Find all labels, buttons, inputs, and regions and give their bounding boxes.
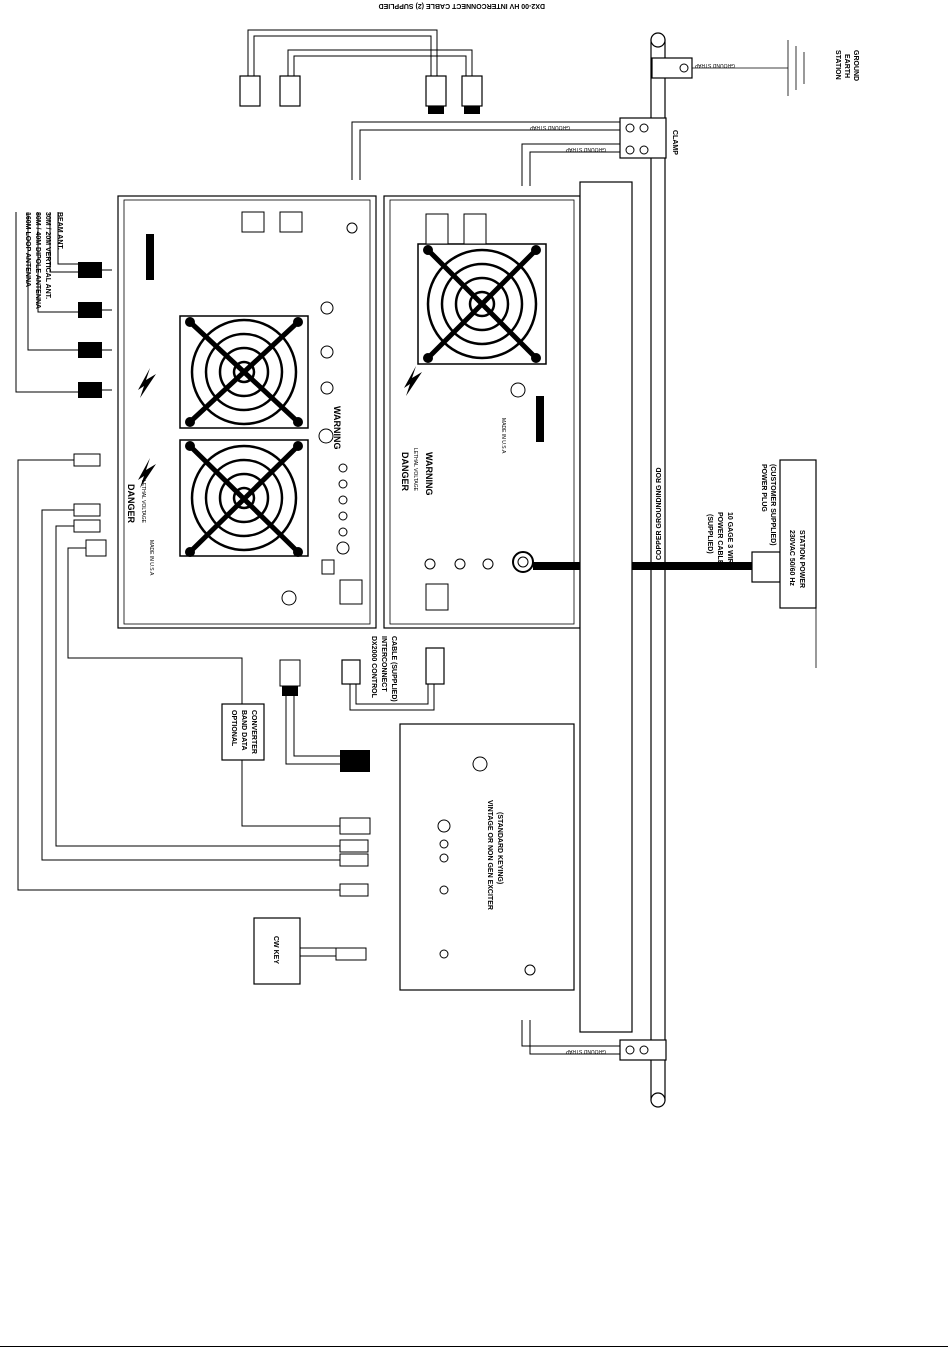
power-plug-label-line1: POWER PLUG: [760, 464, 767, 512]
power-plug-label-line2: (CUSTOMER SUPPLIED): [769, 464, 776, 546]
psu-warning-title: WARNING: [424, 452, 434, 496]
control-plug-right: [425, 647, 445, 685]
power-plug: [751, 551, 781, 583]
rf-deck-warning-title: WARNING: [332, 406, 342, 450]
rf-deck-fan-bottom: [179, 439, 309, 557]
ground-strap-label-2: GROUND STRAP: [529, 124, 570, 130]
band-converter-label-line3: CONVERTER: [250, 710, 257, 754]
rf-coax-cable: [279, 659, 370, 772]
rf-deck-connectors: [241, 211, 363, 606]
rf-deck-fan-top: [179, 315, 309, 429]
hv-cable-label: DX2-00 HV INTERCONNECT CABLE (2) SUPPLIE…: [379, 2, 545, 9]
cw-key: [253, 917, 301, 985]
amplifier-power-supply: DANGER LETHAL VOLTAGE WARNING MADE IN U.…: [383, 195, 817, 668]
exciter-label-line1: VINTAGE OR NON GEN EXCITER: [486, 800, 493, 910]
band-data-converter: [221, 703, 265, 761]
hv-plug-right-2: [461, 75, 483, 107]
rf-deck-made-in: MADE IN U.S.A: [148, 540, 154, 576]
clamp-label: CLAMP: [671, 130, 678, 155]
station-earth-ground-line3: GROUND: [852, 50, 859, 81]
exciter-unit: VINTAGE OR NON GEN EXCITER (STANDARD KEY…: [399, 723, 575, 991]
antenna-label-3: 30M / 20M VERTICAL ANT.: [44, 212, 51, 299]
mounting-rail: [579, 181, 633, 1033]
station-earth-ground-line2: EARTH: [843, 54, 850, 78]
antenna-feedlines: 160M LOOP ANTENNA 80M / 40M DIPOLE ANTEN…: [15, 212, 112, 398]
power-cable-label-line2: POWER CABLE: [716, 512, 723, 565]
control-cable-label-line2: INTERCONNECT: [380, 636, 387, 692]
page-footer-rule: [0, 1346, 948, 1347]
band-converter-label-line2: BAND DATA: [240, 710, 247, 751]
psu-made-in: MADE IN U.S.A: [500, 418, 506, 454]
hv-plug-left-2: [279, 75, 301, 107]
antenna-label-4: BEAM ANT.: [56, 212, 63, 250]
amplifier-rf-deck: DANGER LETHAL VOLTAGE WARNING MADE IN U.…: [117, 195, 377, 629]
copper-rod-label: COPPER GROUNDING ROD: [656, 467, 663, 560]
hv-plug-right-1: [425, 75, 447, 107]
exciter-chassis: [399, 723, 575, 991]
cw-key-label: CW KEY: [272, 936, 279, 964]
band-converter-label-line1: OPTIONAL: [230, 710, 237, 747]
control-plug-left: [341, 659, 361, 685]
station-power-outlet: [779, 459, 817, 609]
hv-plug-left-1: [239, 75, 261, 107]
power-cable-label-line1: 10 GAGE 3 WIRE: [726, 512, 733, 569]
grounding-system: COPPER GROUNDING ROD GROUND STRAP STATIO…: [351, 32, 859, 1108]
control-interconnect-cable: DX2000 CONTROL INTERCONNECT CABLE (SUPPL…: [341, 636, 445, 711]
psu-danger-sub: LETHAL VOLTAGE: [412, 448, 418, 492]
control-cable-label-line3: CABLE (SUPPLIED): [390, 636, 397, 702]
rf-deck-danger-sub: LETHAL VOLTAGE: [140, 480, 146, 524]
ground-strap-label-1: GROUND STRAP: [694, 62, 735, 68]
power-supply-fan: [417, 243, 547, 365]
exciter-label-line2: (STANDARD KEYING): [496, 812, 503, 884]
hv-interconnect-cables: DX2-00 HV INTERCONNECT CABLE (2) SUPPLIE…: [239, 2, 545, 114]
ground-strap-label-4: GROUND STRAP: [565, 1048, 606, 1054]
exciter-cables: [17, 453, 371, 897]
psu-danger-title: DANGER: [400, 452, 410, 492]
station-power-label-line1: 230VAC 50/60 Hz: [788, 530, 795, 586]
station-power-label-line2: STATION POWER: [798, 530, 805, 588]
power-cable-label-line3: (SUPPLIED): [706, 514, 713, 554]
control-cable-label-line1: DX2000 CONTROL: [370, 636, 377, 699]
ground-strap-label-3: GROUND STRAP: [565, 146, 606, 152]
rf-deck-danger-title: DANGER: [126, 484, 136, 524]
station-earth-ground-line1: STATION: [834, 50, 841, 80]
